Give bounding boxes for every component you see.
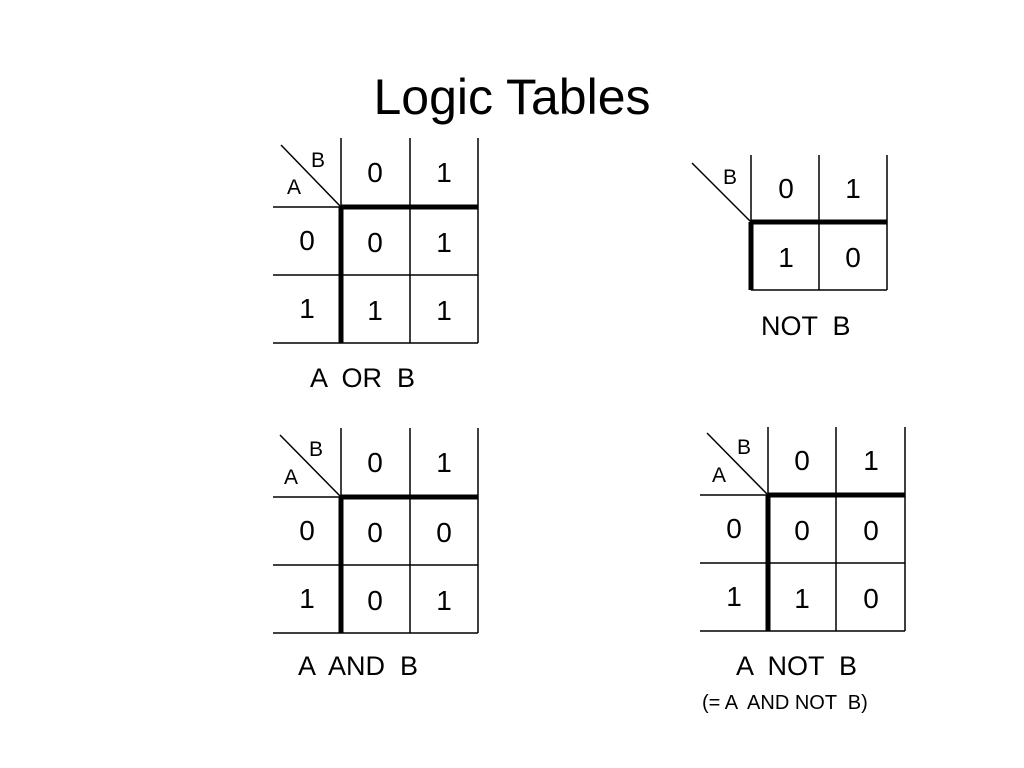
and-col-header: 0 xyxy=(367,447,383,478)
and-cell: 0 xyxy=(367,517,383,548)
not-b-table-caption: NOT B xyxy=(761,311,851,341)
or-table xyxy=(273,138,479,344)
a-not-b-col-var-label: B xyxy=(737,436,751,459)
a-not-b-col-header: 0 xyxy=(794,445,810,476)
and-col-var-label: B xyxy=(309,438,323,461)
not-b-col-header: 1 xyxy=(845,173,861,204)
a-not-b-table-subcaption: (= A AND NOT B) xyxy=(702,692,868,714)
or-table-caption: A OR B xyxy=(310,363,416,393)
or-cell: 0 xyxy=(367,227,383,258)
not-b-table xyxy=(691,155,888,291)
and-cell: 1 xyxy=(436,585,452,616)
and-row-var-label: A xyxy=(284,466,298,489)
and-cell: 0 xyxy=(436,517,452,548)
a-not-b-table-caption: A NOT B xyxy=(736,651,858,681)
a-not-b-table xyxy=(700,427,906,632)
and-row-header: 1 xyxy=(299,583,315,614)
a-not-b-row-var-label: A xyxy=(712,464,726,487)
slide-title: Logic Tables xyxy=(373,69,651,125)
or-row-var-label: A xyxy=(287,176,301,199)
and-row-header: 0 xyxy=(299,515,315,546)
or-col-header: 1 xyxy=(436,157,452,188)
a-not-b-cell: 0 xyxy=(863,583,879,614)
or-cell: 1 xyxy=(367,295,383,326)
and-table-caption: A AND B xyxy=(298,651,419,681)
a-not-b-col-header: 1 xyxy=(863,445,879,476)
or-cell: 1 xyxy=(436,227,452,258)
a-not-b-cell: 0 xyxy=(863,515,879,546)
or-col-var-label: B xyxy=(311,149,325,172)
and-cell: 0 xyxy=(367,585,383,616)
and-col-header: 1 xyxy=(436,447,452,478)
a-not-b-row-header: 1 xyxy=(726,581,742,612)
and-table xyxy=(273,428,479,634)
not-b-cell: 1 xyxy=(778,242,794,273)
or-row-header: 0 xyxy=(299,225,315,256)
not-b-col-var-label: B xyxy=(723,166,737,189)
not-b-cell: 0 xyxy=(845,242,861,273)
or-row-header: 1 xyxy=(299,293,315,324)
or-col-header: 0 xyxy=(367,157,383,188)
a-not-b-row-header: 0 xyxy=(726,513,742,544)
or-cell: 1 xyxy=(436,295,452,326)
a-not-b-cell: 0 xyxy=(794,515,810,546)
a-not-b-cell: 1 xyxy=(794,583,810,614)
not-b-col-header: 0 xyxy=(778,173,794,204)
